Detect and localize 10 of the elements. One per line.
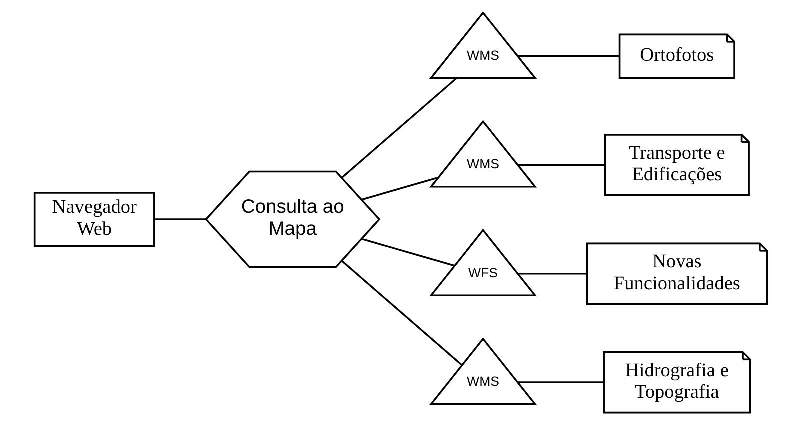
connector <box>341 78 458 179</box>
connector <box>518 382 604 384</box>
connector <box>518 272 587 275</box>
connector <box>154 218 206 220</box>
connector <box>341 260 463 366</box>
connector <box>518 164 606 166</box>
node-box: Navegador Web <box>34 192 156 247</box>
connector <box>362 176 439 201</box>
connector <box>362 238 455 267</box>
connector <box>518 56 620 58</box>
